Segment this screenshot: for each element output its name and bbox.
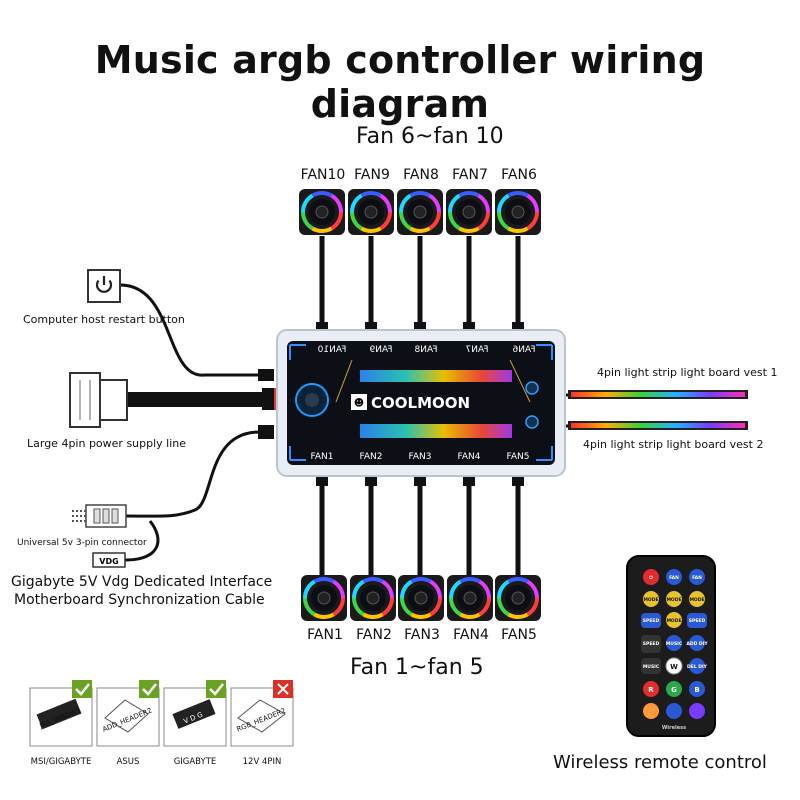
- fan-icon: [490, 184, 546, 240]
- remote-btn-del-diy: DEL DIY: [687, 664, 708, 670]
- bottom-group-label: Fan 1~fan 5: [350, 655, 484, 680]
- check-icon: [206, 680, 226, 698]
- restart-button-icon: [87, 269, 121, 303]
- connector-label: Universal 5v 3-pin connector: [17, 538, 147, 548]
- compat-label-2: ASUS: [117, 757, 140, 767]
- remote-footer: Wireless: [662, 725, 686, 731]
- remote-btn-g: G: [671, 686, 677, 694]
- sync-cable-label-2: Motherboard Synchronization Cable: [14, 592, 265, 608]
- fan-label-fan2: FAN2: [356, 627, 392, 643]
- vdg-connector-icon: [92, 552, 126, 568]
- fan-icon: [490, 570, 546, 626]
- fan-label-fan4: FAN4: [453, 627, 489, 643]
- compatibility-row: [29, 680, 294, 747]
- remote-btn-speed-3: SPEED: [643, 641, 660, 647]
- restart-button-label: Computer host restart button: [23, 313, 185, 326]
- power-connector-icon: [69, 372, 128, 428]
- remote-btn-mode-1: MODE: [643, 597, 658, 603]
- fan-icon: [343, 184, 399, 240]
- fan-icon: [294, 184, 350, 240]
- remote-btn-music-1: MUSIC: [666, 641, 683, 647]
- port-label-fan3: FAN3: [409, 452, 432, 462]
- fan-icon: [442, 570, 498, 626]
- sync-cable-label-1: Gigabyte 5V Vdg Dedicated Interface: [11, 574, 273, 590]
- remote-caption: Wireless remote control: [553, 752, 767, 773]
- remote-btn-music-2: MUSIC: [643, 664, 660, 670]
- remote-power-icon: ⏻: [649, 575, 653, 581]
- fan-label-fan8: FAN8: [403, 167, 439, 183]
- port-label-fan6: FAN6: [512, 345, 535, 355]
- port-label-fan5: FAN5: [507, 452, 530, 462]
- light-strip-1-label: 4pin light strip light board vest 1: [597, 366, 778, 379]
- fan-label-fan3: FAN3: [404, 627, 440, 643]
- check-icon: [139, 680, 159, 698]
- remote-btn-add-diy: ADD DIY: [686, 641, 708, 647]
- fan-icon: [345, 570, 401, 626]
- port-label-fan1: FAN1: [311, 452, 334, 462]
- fan-icon: [393, 570, 449, 626]
- compat-label-3: GIGABYTE: [174, 757, 217, 767]
- port-label-fan10: FAN10: [317, 345, 346, 355]
- port-label-fan4: FAN4: [458, 452, 481, 462]
- port-label-fan9: FAN9: [369, 345, 392, 355]
- remote-btn-speed-1: SPEED: [643, 618, 660, 624]
- svg-text:☻: ☻: [354, 397, 364, 409]
- top-group-label: Fan 6~fan 10: [356, 124, 504, 149]
- remote-btn-speed-2: SPEED: [689, 618, 706, 624]
- port-label-fan7: FAN7: [466, 345, 489, 355]
- three-pin-connector-icon: [72, 504, 127, 528]
- power-line-label: Large 4pin power supply line: [27, 437, 187, 450]
- fan-label-fan9: FAN9: [354, 167, 390, 183]
- top-fan-cables: [319, 236, 521, 575]
- remote-btn-b: B: [694, 686, 699, 694]
- fan-label-fan7: FAN7: [452, 167, 488, 183]
- remote-btn-fan-down: FAN: [692, 575, 702, 581]
- check-icon: [72, 680, 92, 698]
- compat-label-4: 12V 4PIN: [243, 757, 282, 767]
- remote-btn-w: W: [670, 663, 678, 671]
- port-label-fan8: FAN8: [414, 345, 437, 355]
- fan-icon: [296, 570, 352, 626]
- fan-icon: [392, 184, 448, 240]
- vdg-tag: VDG: [99, 557, 118, 566]
- fan-label-fan1: FAN1: [307, 627, 343, 643]
- remote-btn-r: R: [648, 686, 654, 694]
- port-label-fan2: FAN2: [360, 452, 383, 462]
- fan-label-fan5: FAN5: [501, 627, 537, 643]
- remote-btn-mode-4: MODE: [666, 618, 681, 624]
- remote-control: [626, 555, 716, 737]
- fan-icon: [441, 184, 497, 240]
- remote-btn-mode-2: MODE: [666, 597, 681, 603]
- remote-btn-fan-up: FAN: [669, 575, 679, 581]
- light-strip-2-label: 4pin light strip light board vest 2: [583, 438, 764, 451]
- fan-label-fan10: FAN10: [300, 167, 346, 183]
- compat-label-1: MSI/GIGABYTE: [31, 757, 92, 767]
- remote-btn-mode-3: MODE: [689, 597, 704, 603]
- controller-brand: COOLMOON: [371, 394, 470, 412]
- page-title: Music argb controller wiring diagram: [94, 38, 706, 126]
- controller-hub: ☻: [276, 329, 566, 477]
- fan-label-fan6: FAN6: [501, 167, 537, 183]
